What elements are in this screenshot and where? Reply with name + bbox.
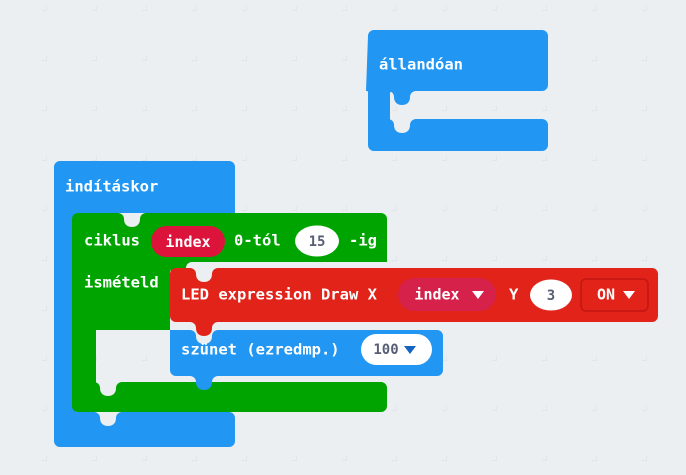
block-pause-label: szünet (ezredmp.) xyxy=(181,341,340,359)
led-state-value: ON xyxy=(597,286,615,304)
block-for-loop-label-from: 0-tól xyxy=(234,232,281,250)
block-on-start-label: indításkor xyxy=(65,178,158,196)
block-forever[interactable]: állandóan xyxy=(366,30,548,151)
block-forever-shape[interactable] xyxy=(366,30,548,105)
block-led-expression-label-y: Y xyxy=(509,286,519,304)
pause-duration-dropdown[interactable]: 100 xyxy=(361,334,432,365)
block-for-loop[interactable]: ciklus index 0-tól 15 -ig ismételd xyxy=(72,213,387,412)
for-loop-to-value: 15 xyxy=(309,234,326,250)
for-loop-variable-label: index xyxy=(165,233,210,251)
block-on-start-left-wall xyxy=(54,210,76,420)
block-led-expression[interactable]: LED expression Draw X index Y 3 ON xyxy=(170,268,658,336)
block-forever-bottom[interactable] xyxy=(368,119,548,151)
block-led-expression-label: LED expression Draw X xyxy=(181,286,378,304)
chevron-down-icon xyxy=(472,291,484,299)
block-for-loop-label-prefix: ciklus xyxy=(84,232,140,250)
pause-duration-value: 100 xyxy=(373,342,398,358)
for-loop-variable-field[interactable]: index xyxy=(151,226,225,257)
led-x-dropdown[interactable]: index xyxy=(398,278,496,311)
block-for-loop-bottom[interactable] xyxy=(72,382,387,412)
block-on-start[interactable]: indításkor xyxy=(54,161,235,447)
block-forever-inner-top xyxy=(368,91,548,105)
block-for-loop-label-to: -ig xyxy=(349,232,377,250)
chevron-down-icon xyxy=(623,291,635,299)
block-on-start-bottom[interactable] xyxy=(54,412,235,447)
block-for-loop-do-column xyxy=(72,262,170,330)
led-y-value: 3 xyxy=(547,288,555,304)
for-loop-to-field[interactable]: 15 xyxy=(295,225,339,257)
block-for-loop-label-do: ismételd xyxy=(84,274,159,292)
block-forever-label: állandóan xyxy=(379,56,463,74)
led-x-value: index xyxy=(414,286,459,304)
chevron-down-icon xyxy=(404,346,416,354)
led-state-dropdown[interactable]: ON xyxy=(580,278,649,312)
block-on-start-header[interactable] xyxy=(54,161,235,227)
block-pause[interactable]: szünet (ezredmp.) 100 xyxy=(170,330,443,390)
led-y-field[interactable]: 3 xyxy=(530,279,572,311)
block-forever-left-wall xyxy=(368,88,390,122)
